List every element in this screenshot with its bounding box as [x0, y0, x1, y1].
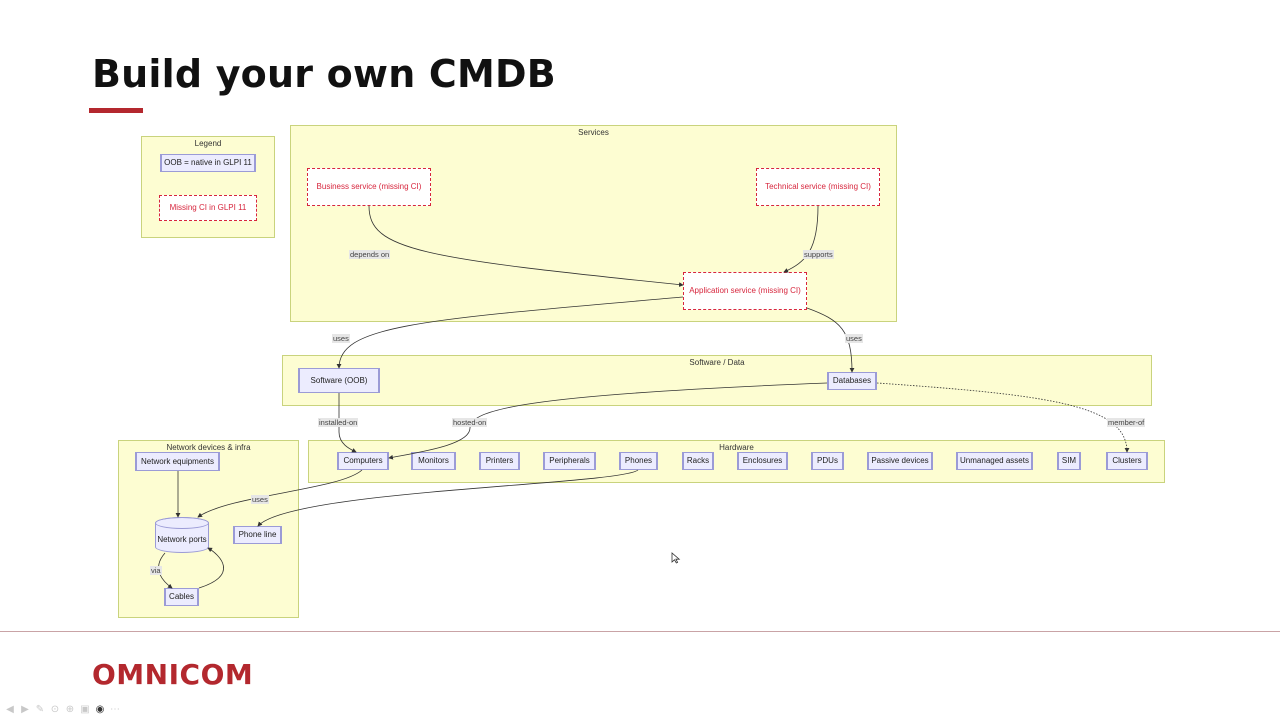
application-service-node: Application service (missing CI): [683, 272, 807, 310]
phone-line-node: Phone line: [233, 526, 282, 544]
cables-node: Cables: [164, 588, 199, 606]
hardware-computers-node: Computers: [337, 452, 389, 470]
label-depends-on: depends on: [349, 250, 391, 259]
software-oob-node: Software (OOB): [298, 368, 380, 393]
omnicom-logo: OMNICOM: [92, 658, 254, 691]
label-hosted-on: hosted-on: [452, 418, 488, 427]
next-slide-icon[interactable]: ▶: [21, 704, 29, 715]
hardware-title: Hardware: [719, 443, 754, 452]
legend-title: Legend: [194, 139, 222, 148]
hardware-monitors-node: Monitors: [411, 452, 456, 470]
previous-slide-icon[interactable]: ◀: [6, 704, 14, 715]
hardware-peripherals-node: Peripherals: [543, 452, 596, 470]
databases-node: Databases: [827, 372, 877, 390]
slides-icon[interactable]: ▣: [80, 704, 90, 715]
label-uses-right: uses: [845, 334, 863, 343]
hardware-printers-node: Printers: [479, 452, 520, 470]
network-infra-title: Network devices & infra: [166, 443, 251, 452]
software-data-group: Software / Data: [282, 355, 1152, 406]
network-ports-node: Network ports: [155, 517, 209, 553]
pen-icon[interactable]: ✎: [35, 704, 45, 715]
camera-icon[interactable]: ◉: [95, 704, 105, 715]
hardware-unmanaged-assets-node: Unmanaged assets: [956, 452, 1033, 470]
more-options-icon[interactable]: ⋯: [110, 704, 120, 715]
hardware-sim-node: SIM: [1057, 452, 1081, 470]
business-service-node: Business service (missing CI): [307, 168, 431, 206]
pointer-icon[interactable]: ⊙: [50, 704, 60, 715]
label-installed-on: installed-on: [318, 418, 359, 427]
label-uses-phone: uses: [251, 495, 269, 504]
hardware-enclosures-node: Enclosures: [737, 452, 788, 470]
footer-divider: [0, 631, 1280, 632]
label-member-of: member-of: [1107, 418, 1146, 427]
zoom-icon[interactable]: ⊕: [65, 704, 75, 715]
presentation-toolbar: ◀ ▶ ✎ ⊙ ⊕ ▣ ◉ ⋯: [4, 704, 121, 716]
network-equipments-node: Network equipments: [135, 452, 220, 471]
hardware-racks-node: Racks: [682, 452, 714, 470]
hardware-pdus-node: PDUs: [811, 452, 844, 470]
label-uses-left: uses: [332, 334, 350, 343]
slide-title: Build your own CMDB: [92, 52, 556, 96]
hardware-clusters-node: Clusters: [1106, 452, 1148, 470]
technical-service-node: Technical service (missing CI): [756, 168, 880, 206]
mouse-cursor-icon: [671, 552, 681, 564]
software-data-title: Software / Data: [689, 358, 745, 367]
services-title: Services: [578, 128, 609, 137]
label-supports: supports: [803, 250, 834, 259]
label-via: via: [150, 566, 162, 575]
legend-missing-node: Missing CI in GLPI 11: [159, 195, 257, 221]
hardware-passive-devices-node: Passive devices: [867, 452, 933, 470]
hardware-phones-node: Phones: [619, 452, 658, 470]
title-accent-bar: [89, 108, 143, 113]
legend-group: Legend: [141, 136, 275, 238]
legend-oob-node: OOB = native in GLPI 11: [160, 154, 256, 172]
